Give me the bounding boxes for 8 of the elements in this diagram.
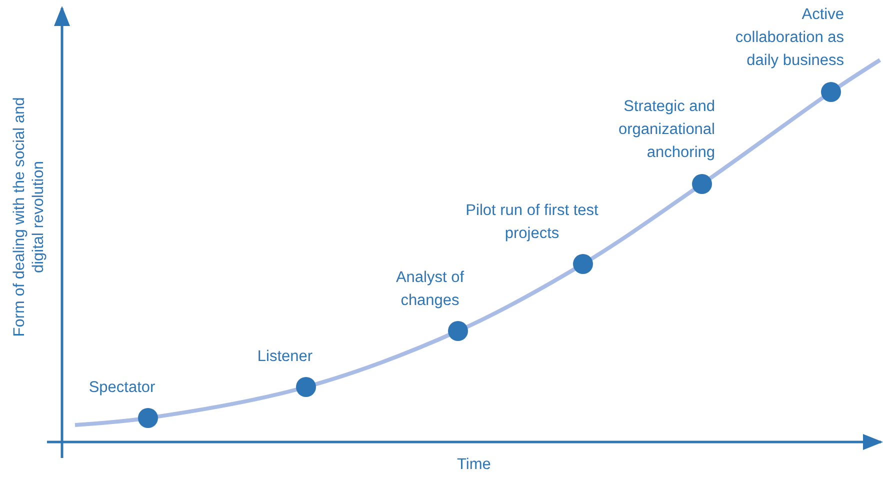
milestone-label: Active collaboration as daily business: [734, 5, 844, 71]
x-axis-title: Time: [457, 455, 491, 474]
milestone-label: Listener: [256, 347, 314, 367]
milestone-label: Analyst of changes: [394, 268, 466, 311]
milestone-label: Strategic and organizational anchoring: [617, 97, 715, 163]
milestone-label: Pilot run of first test projects: [464, 201, 600, 244]
y-axis-title: Form of dealing with the social and digital revolution: [10, 97, 48, 337]
milestone-label: Spectator: [88, 378, 156, 398]
